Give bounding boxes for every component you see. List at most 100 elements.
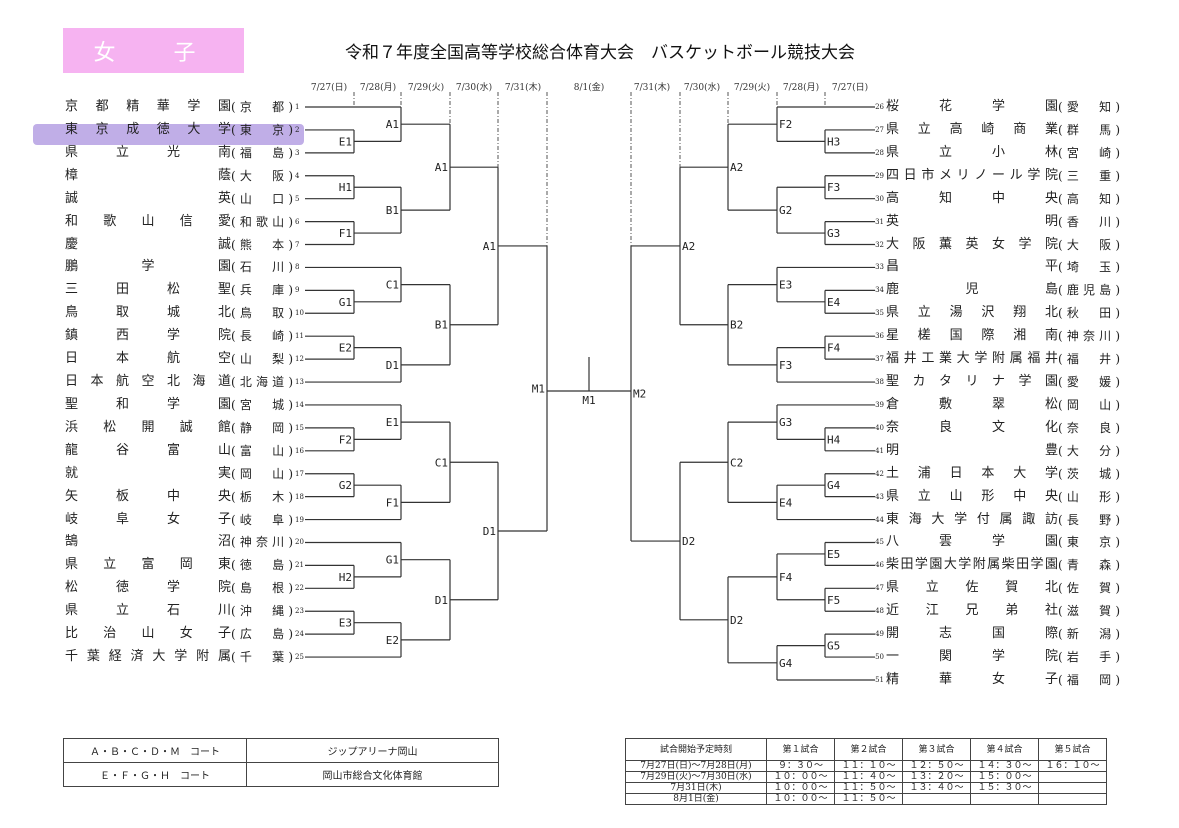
schedule-time: ９：３０～ <box>766 760 835 772</box>
team-name: 星槎国際湘南 <box>886 328 1058 344</box>
team-name: 八雲学園 <box>886 534 1058 550</box>
team-row: 26桜花学園愛 知 <box>874 97 1120 117</box>
match-label: E3 <box>339 617 352 630</box>
team-number: 25 <box>295 653 304 662</box>
team-row: 46柴田学園大学附属柴田学園青 森 <box>874 555 1120 575</box>
team-prefecture: 東 京 <box>1058 532 1120 552</box>
team-row: 日本航空山 梨12 <box>65 349 305 369</box>
team-row: 岐阜女子岐 阜19 <box>65 510 305 530</box>
round-date: 7/28(月) <box>359 83 397 93</box>
team-number: 23 <box>295 607 304 616</box>
team-name: 桜花学園 <box>886 99 1058 114</box>
team-name: 聖カタリナ学園 <box>886 374 1058 390</box>
team-number: 28 <box>875 148 884 157</box>
team-number: 40 <box>875 423 884 432</box>
schedule-date: 7月27日(日)～7月28日(月) <box>625 760 767 772</box>
team-prefecture: 徳 島 <box>231 555 293 575</box>
round-date: 7/27(日) <box>831 83 869 93</box>
match-label: H3 <box>827 135 840 148</box>
team-number: 10 <box>295 309 304 318</box>
team-prefecture: 鳥 取 <box>231 303 293 323</box>
team-name: 龍谷富山 <box>65 442 231 458</box>
match-label: E2 <box>386 634 399 647</box>
team-name: 鎮西学院 <box>65 328 231 344</box>
schedule-header-row: 試合開始予定時刻第１試合第２試合第３試合第４試合第５試合 <box>625 738 1107 761</box>
round-date: 7/29(火) <box>733 83 771 93</box>
team-name: 県立高崎商業 <box>886 121 1058 137</box>
team-prefecture: 宮 崎 <box>1058 143 1120 163</box>
team-row: 33昌 平埼 玉 <box>874 257 1120 277</box>
schedule-time: １４：３０～ <box>970 760 1039 772</box>
team-prefecture: 三 重 <box>1058 166 1120 186</box>
match-label: E1 <box>386 416 399 429</box>
team-number: 31 <box>875 217 884 226</box>
match-label: F4 <box>779 571 793 584</box>
gender-label: 女 子 <box>63 28 244 73</box>
match-label: G2 <box>779 204 792 217</box>
team-name: 東京成徳大学 <box>65 121 231 137</box>
team-number: 50 <box>875 653 884 662</box>
match-label: D1 <box>386 359 399 372</box>
team-row: 誠 英山 口5 <box>65 189 305 209</box>
match-label: A1 <box>483 240 496 253</box>
schedule-time: １３：２０～ <box>902 771 971 783</box>
team-row: 慶 誠熊 本7 <box>65 235 305 255</box>
team-number: 15 <box>295 423 304 432</box>
team-name: 和歌山信愛 <box>65 213 231 229</box>
match-label: D1 <box>483 525 496 538</box>
team-prefecture: 熊 本 <box>231 235 293 255</box>
team-prefecture: 鹿児島 <box>1058 280 1120 300</box>
team-row: 龍谷富山富 山16 <box>65 441 305 461</box>
match-label: D1 <box>435 594 448 607</box>
team-prefecture: 岩 手 <box>1058 647 1120 667</box>
schedule-time <box>1038 782 1107 794</box>
team-number: 49 <box>875 630 884 639</box>
team-prefecture: 岡 山 <box>1058 395 1120 415</box>
schedule-date: 7月31日(木) <box>625 782 767 794</box>
team-name: 柴田学園大学附属柴田学園 <box>886 557 1058 573</box>
team-prefecture: 富 山 <box>231 441 293 461</box>
team-prefecture: 京 都 <box>231 97 293 117</box>
team-name: 鹿 児 島 <box>886 282 1058 298</box>
team-name: 鳥取城北 <box>65 305 231 321</box>
team-number: 41 <box>875 446 884 455</box>
venue-name: ジップアリーナ岡山 <box>246 738 499 763</box>
team-prefecture: 愛 媛 <box>1058 372 1120 392</box>
match-label: C1 <box>386 279 399 292</box>
match-label: A2 <box>682 240 695 253</box>
match-label: B1 <box>386 204 399 217</box>
team-number: 51 <box>875 676 884 684</box>
team-number: 13 <box>295 378 304 387</box>
team-name: 精華女子 <box>886 672 1058 687</box>
team-prefecture: 山 形 <box>1058 487 1120 507</box>
team-row: 44東海大学付属諏訪長 野 <box>874 510 1120 530</box>
team-name: 岐阜女子 <box>65 511 231 527</box>
team-name: 樟 蔭 <box>65 167 231 183</box>
match-label: C1 <box>435 456 448 469</box>
team-prefecture: 静 岡 <box>231 418 293 438</box>
match-label: F4 <box>827 342 841 355</box>
team-name: 三田松聖 <box>65 282 231 298</box>
match-label: C2 <box>730 456 743 469</box>
schedule-time: １６：１０～ <box>1038 760 1107 772</box>
team-name: 鵬 学 園 <box>65 259 231 275</box>
team-name: 矢板中央 <box>65 488 231 504</box>
team-number: 33 <box>875 263 884 272</box>
team-row: 県立光南福 島3 <box>65 143 305 163</box>
schedule-header-cell: 第３試合 <box>902 738 971 761</box>
team-name: 四日市メリノール学院 <box>886 167 1058 183</box>
team-name: 東海大学付属諏訪 <box>886 511 1058 527</box>
match-label: E3 <box>779 279 792 292</box>
team-prefecture: 東 京 <box>231 120 293 140</box>
team-prefecture: 愛 知 <box>1058 97 1120 117</box>
team-row: 48近江兄弟社滋 賀 <box>874 601 1120 621</box>
match-label: B1 <box>435 319 448 332</box>
team-row: 28県立小林宮 崎 <box>874 143 1120 163</box>
match-label: D2 <box>682 535 695 548</box>
team-name: 県立富岡東 <box>65 557 231 573</box>
team-prefecture: 大 阪 <box>1058 235 1120 255</box>
schedule-time <box>970 793 1039 805</box>
schedule-time: １５：３０～ <box>970 782 1039 794</box>
team-name: 就 実 <box>65 465 231 481</box>
team-number: 48 <box>875 607 884 616</box>
